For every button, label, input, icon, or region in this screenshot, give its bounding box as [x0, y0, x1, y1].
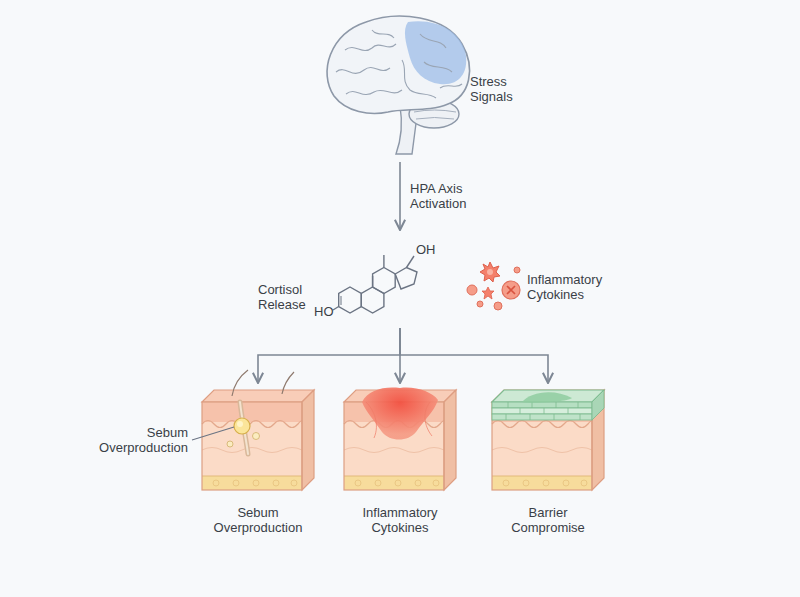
node-text: Barrier Compromise: [493, 505, 603, 535]
connector-arrow: [400, 328, 548, 383]
edge-label: HPA Axis Activation: [408, 180, 492, 212]
node-text: Stress Signals: [470, 74, 540, 104]
node-text: Cortisol Release: [258, 282, 320, 312]
skin-block-barrier: [492, 390, 604, 490]
brain-illustration: [327, 16, 469, 154]
leader-line: [192, 427, 234, 440]
cortisol-molecule: [333, 255, 417, 313]
connector-arrow: [258, 328, 400, 383]
skin-block: Sebum Overproduction: [197, 383, 319, 545]
cytokine-particles: [467, 262, 520, 310]
atom-label: OH: [416, 242, 446, 257]
atom-label: HO: [314, 304, 338, 319]
skin-block-sebum: [202, 370, 314, 490]
brain-node: Stress Signals: [318, 12, 548, 162]
cortisol-node: Cortisol Release: [255, 230, 435, 328]
node-text: Sebum Overproduction: [203, 505, 313, 535]
connector-arrow: [399, 162, 401, 230]
skin-block: Inflammatory Cytokines: [339, 383, 461, 545]
cytokine-node: Inflammatory Cytokines: [462, 258, 652, 318]
skin-block: Barrier Compromise: [487, 383, 609, 545]
node-text: Inflammatory Cytokines: [527, 272, 637, 302]
callout-label: Sebum Overproduction: [86, 425, 188, 455]
skin-block-inflamed: [344, 388, 456, 490]
node-text: Inflammatory Cytokines: [345, 505, 455, 535]
